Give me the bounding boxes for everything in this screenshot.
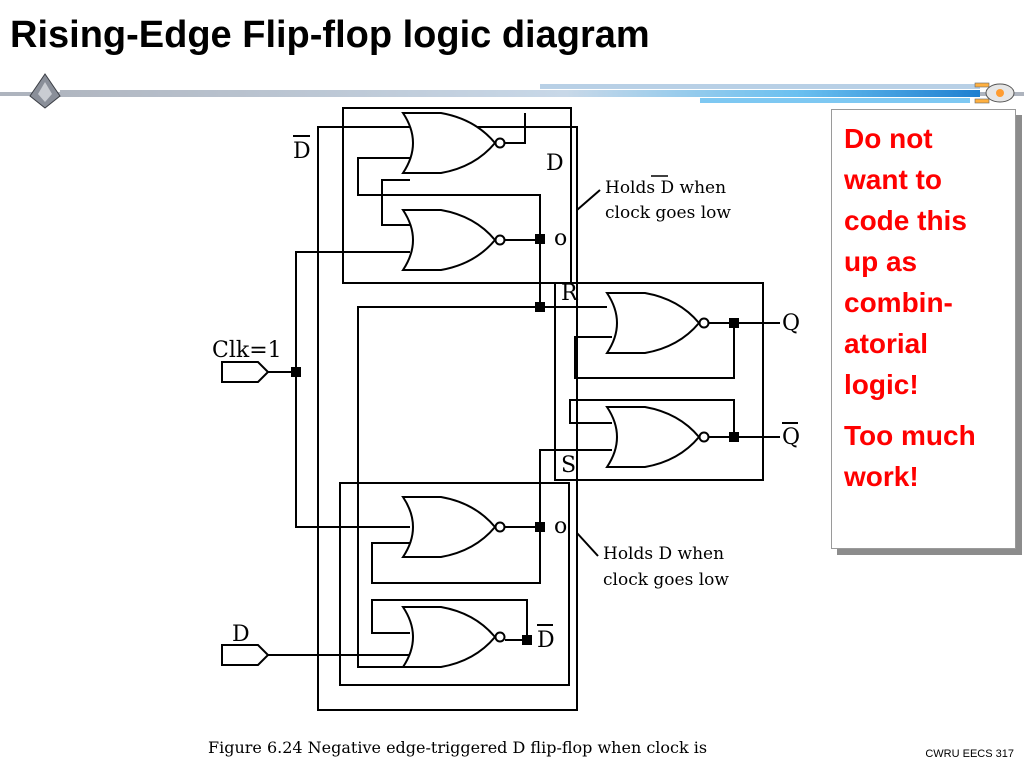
junction-dots xyxy=(291,234,739,645)
label-d-bar-top: D xyxy=(293,139,311,164)
annotation-bottom-line1: Holds D when xyxy=(603,544,724,564)
bottom-latch-box xyxy=(339,482,570,686)
bottom-nor-gate-1 xyxy=(402,496,506,558)
clk-input-port xyxy=(221,361,270,383)
slide-footer: CWRU EECS 317 xyxy=(925,748,1014,760)
callout-box: Do not want to code this up as combin- a… xyxy=(831,109,1016,549)
header-rule xyxy=(0,73,1024,109)
top-nor-gate-2 xyxy=(402,209,506,271)
label-s: S xyxy=(561,453,576,478)
label-d-top-right: D xyxy=(546,151,564,176)
figure-caption: Figure 6.24 Negative edge-triggered D fl… xyxy=(208,738,707,757)
top-nor-gate-1 xyxy=(402,112,506,174)
starship-icon xyxy=(29,73,61,109)
annotation-bottom-line2: clock goes low xyxy=(603,570,729,590)
output-nor-gate-qbar xyxy=(606,406,710,468)
label-clk: Clk=1 xyxy=(212,338,282,363)
enterprise-icon xyxy=(974,82,1015,104)
header-beam-upper xyxy=(540,84,980,89)
annotation-top-line1: Holds D when xyxy=(605,178,726,198)
bottom-nor-gate-2 xyxy=(402,606,506,668)
label-q: Q xyxy=(782,311,800,336)
output-nor-gate-q xyxy=(606,292,710,354)
top-latch-box xyxy=(342,107,572,284)
label-r: R xyxy=(561,281,579,306)
wires xyxy=(266,113,780,668)
header-beam-lower xyxy=(700,98,970,103)
callout-text-1: Do not want to code this up as combin- a… xyxy=(844,123,967,400)
slide-title: Rising-Edge Flip-flop logic diagram xyxy=(10,14,650,56)
annotation-top-line2: clock goes low xyxy=(605,203,731,223)
label-q-bar: Q xyxy=(782,425,800,450)
label-d-input: D xyxy=(232,622,250,647)
callout-text-2: Too much work! xyxy=(844,420,976,492)
flip-flop-diagram: D D o R Q Q S Clk=1 o D D Holds D when c… xyxy=(208,107,800,757)
label-d-bar-bottom: D xyxy=(537,628,555,653)
label-o-top: o xyxy=(554,226,567,251)
output-latch-box xyxy=(554,282,764,481)
header-beam xyxy=(60,90,980,97)
label-o-bottom: o xyxy=(554,514,567,539)
d-input-port xyxy=(221,644,270,666)
